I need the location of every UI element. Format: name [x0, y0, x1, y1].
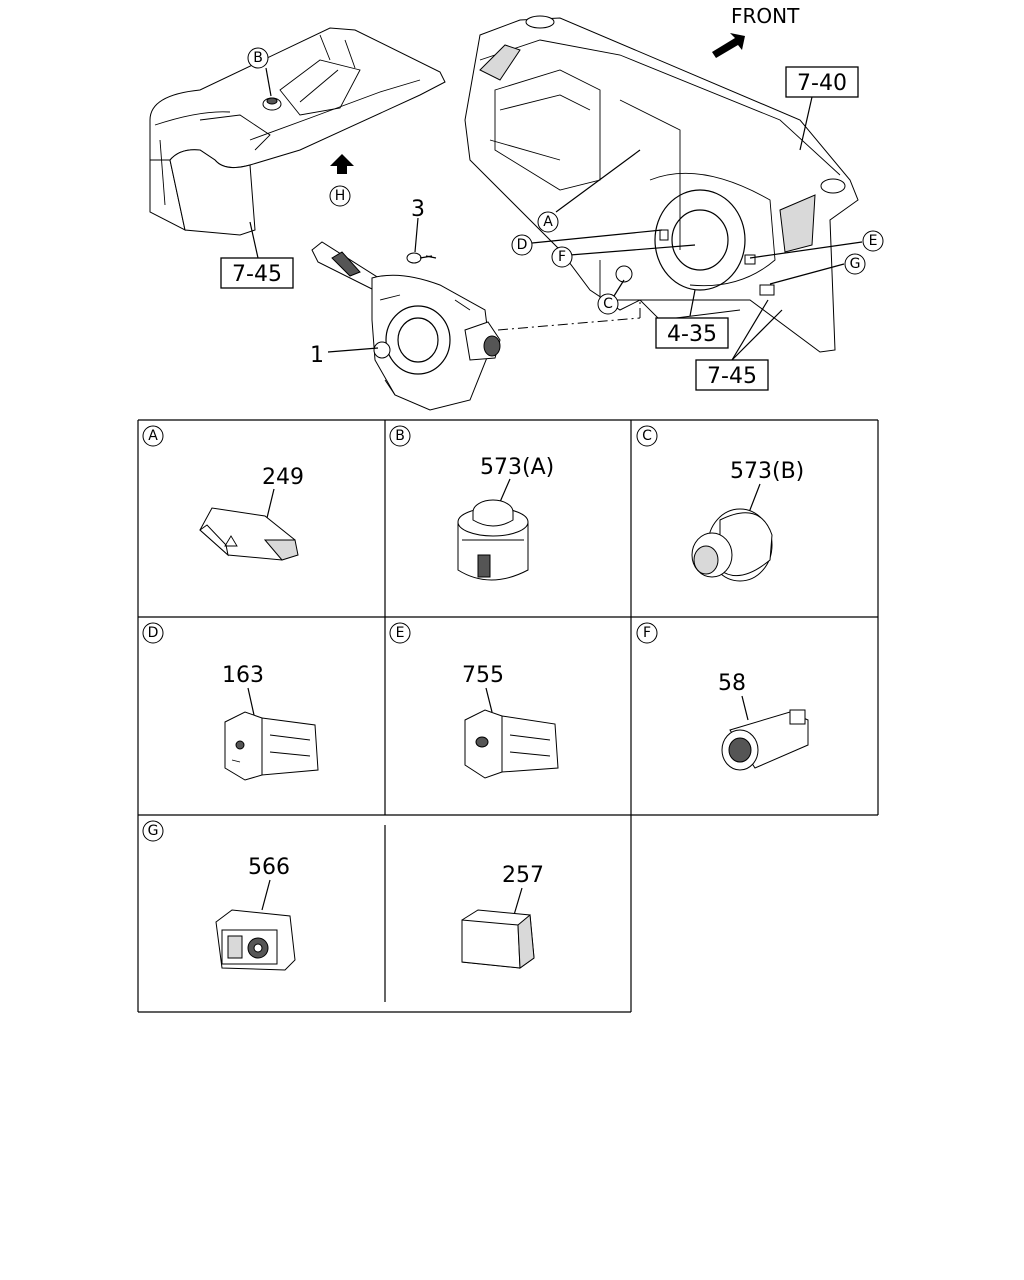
- front-label: FRONT: [731, 4, 800, 28]
- ref-box-steering: 4-35: [655, 317, 729, 349]
- callout-d-label: D: [517, 237, 528, 253]
- ref-box-lower-panel-label: 7-45: [707, 364, 757, 389]
- ref-box-lower-panel: 7-45: [695, 359, 769, 391]
- blank-cover-icon: [461, 909, 535, 969]
- knob-switch-a-icon: [457, 499, 529, 581]
- ref-box-dash-panel: 7-40: [785, 66, 859, 98]
- callout-c-label: C: [603, 296, 613, 312]
- cell-d-letter: D: [148, 625, 159, 641]
- callout-g: G: [844, 253, 866, 275]
- cell-d-part-number: 163: [222, 663, 264, 688]
- mirror-switch-icon: [215, 909, 296, 971]
- cell-e-letter: E: [396, 625, 405, 641]
- callout-d: D: [511, 234, 533, 256]
- push-switch-d-icon: [224, 711, 319, 781]
- cell-c-letter: C: [642, 428, 652, 444]
- cell-g-part-number: 566: [248, 855, 290, 880]
- callout-f: F: [551, 246, 573, 268]
- callout-e-label: E: [869, 233, 878, 249]
- ref-box-console: 7-45: [220, 257, 294, 289]
- direction-arrow-h: [330, 154, 354, 174]
- cell-f-letter: F: [643, 625, 651, 641]
- cell-a-letter: A: [148, 428, 158, 444]
- callout-h-label: H: [335, 188, 346, 204]
- detail-cell-a: A 249: [142, 425, 304, 561]
- callout-c: C: [597, 293, 619, 315]
- callout-f-label: F: [558, 249, 566, 265]
- detail-cell-c: C 573(B): [636, 425, 804, 582]
- detail-cell-e: E 755: [389, 622, 559, 779]
- callout-b: B: [247, 47, 269, 69]
- cell-c-part-number: 573(B): [730, 459, 804, 484]
- front-arrow: [712, 33, 745, 58]
- cell-a-part-number: 249: [262, 465, 304, 490]
- screw-illustration: [406, 252, 433, 264]
- cell-e-part-number: 755: [462, 663, 504, 688]
- part-number-1: 1: [310, 343, 324, 368]
- cell-f-part-number: 58: [718, 671, 746, 696]
- detail-cell-f: F 58: [636, 622, 809, 771]
- cell-b-letter: B: [395, 428, 405, 444]
- ref-box-console-label: 7-45: [232, 262, 282, 287]
- ref-box-steering-label: 4-35: [667, 322, 717, 347]
- callout-g-label: G: [850, 256, 861, 272]
- callout-a: A: [537, 211, 559, 233]
- leader-lines: [249, 67, 863, 361]
- callout-h: H: [329, 185, 351, 207]
- ref-box-dash-panel-label: 7-40: [797, 71, 847, 96]
- cell-g-letter: G: [148, 823, 159, 839]
- callout-b-label: B: [253, 50, 263, 66]
- combination-switch-illustration: [311, 241, 501, 411]
- detail-cell-257: 257: [461, 863, 544, 969]
- center-console-illustration: [149, 27, 446, 236]
- callout-a-label: A: [543, 214, 553, 230]
- push-switch-e-icon: [464, 709, 559, 779]
- cell-257-part-number: 257: [502, 863, 544, 888]
- callout-e: E: [862, 230, 884, 252]
- knob-switch-b-icon: [691, 508, 773, 582]
- part-number-3: 3: [411, 197, 425, 222]
- cigar-lighter-icon: [721, 709, 809, 771]
- hazard-switch-icon: [199, 507, 299, 561]
- detail-cell-g: G 566: [142, 820, 296, 971]
- cell-b-part-number: 573(A): [480, 455, 554, 480]
- detail-cell-b: B 573(A): [389, 425, 554, 581]
- detail-cell-d: D 163: [142, 622, 319, 781]
- dashboard-illustration: [464, 15, 859, 353]
- detail-grid: [137, 419, 879, 1013]
